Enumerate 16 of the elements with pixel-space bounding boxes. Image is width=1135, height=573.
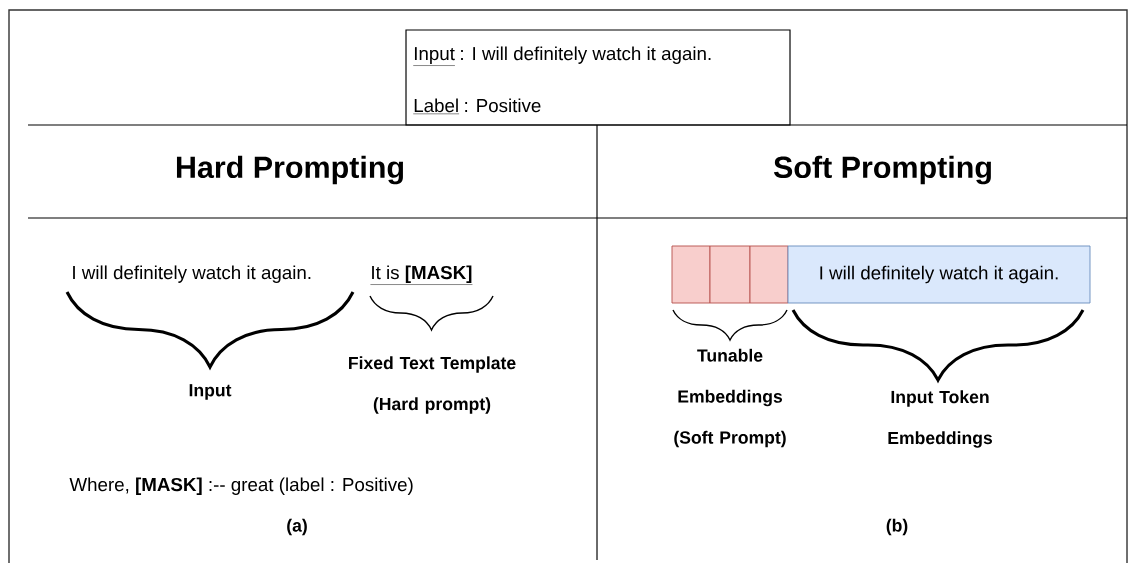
- verbalizer-text: Where, [MASK] :-- great (label : Positive): [69, 477, 413, 495]
- template-text: It is [MASK]: [370, 265, 473, 285]
- sentence-text: I will definitely watch it again.: [73, 265, 311, 283]
- subfigure-label: (a): [287, 518, 307, 536]
- brace-label: Input Token Embeddings: [888, 390, 992, 448]
- token-box: I will definitely watch it again.: [787, 245, 1091, 304]
- embedding-cell: [709, 245, 751, 304]
- embedding-cell: [749, 245, 789, 304]
- brace-label: Tunable Embeddings (Soft Prompt): [674, 348, 786, 448]
- subfigure-label: (b): [886, 518, 908, 536]
- brace-label: Input: [189, 384, 232, 400]
- section-heading: Soft Prompting: [773, 155, 991, 185]
- example-box: Input : I will definitely watch it again. Label : Positive: [405, 29, 791, 126]
- brace-label: Fixed Text Template (Hard prompt): [349, 356, 516, 414]
- embedding-cell: [671, 245, 711, 304]
- section-heading: Hard Prompting: [176, 155, 403, 185]
